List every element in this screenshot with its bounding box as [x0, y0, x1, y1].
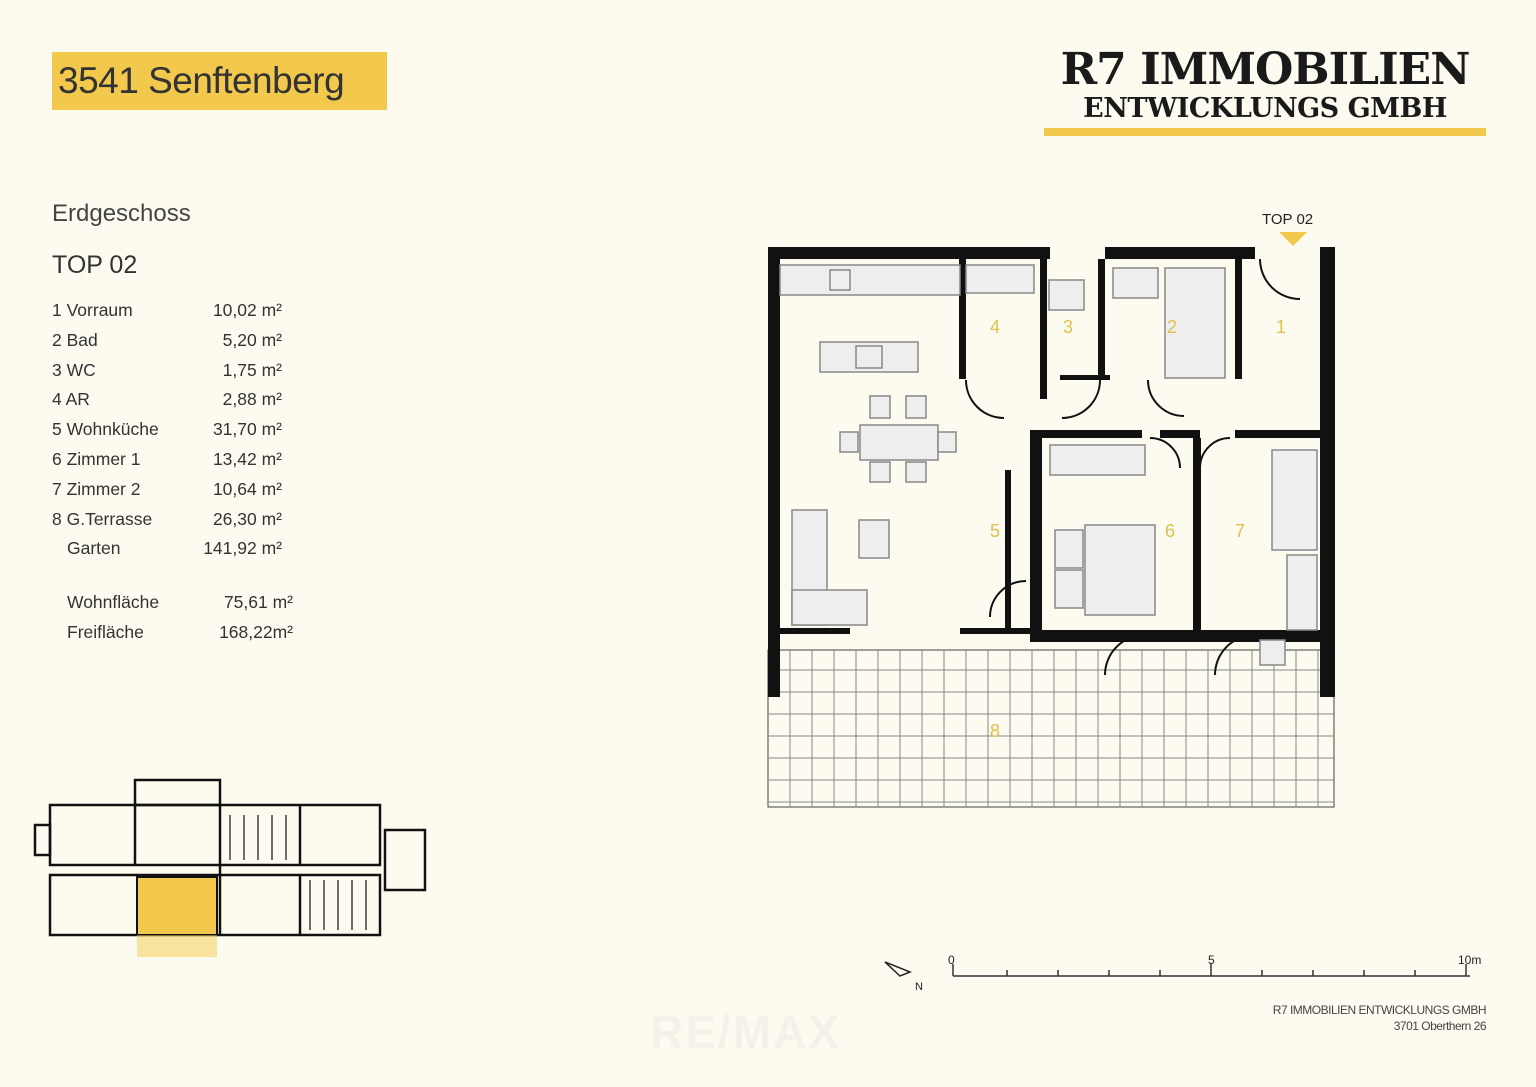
room-area: 141,92 m²	[203, 538, 282, 559]
north-arrow-icon	[884, 961, 913, 977]
total-area: 168,22m²	[219, 621, 293, 642]
terrace-grid	[767, 649, 1335, 808]
room-label: Garten	[67, 538, 121, 559]
room-label: 6 Zimmer 1	[52, 448, 141, 469]
site-overview	[33, 778, 427, 957]
room-number: 8	[990, 721, 1000, 741]
room-numbers: 1 2 3 4 5 6 7 8	[990, 317, 1286, 741]
room-area: 5,20 m²	[222, 329, 282, 350]
scale-label-0: 0	[948, 953, 955, 967]
door-swings	[965, 258, 1301, 676]
room-number: 7	[1235, 521, 1245, 541]
room-label: 4 AR	[52, 389, 90, 410]
unit-name: TOP 02	[52, 251, 138, 279]
scale-bar: 0 5 10m N	[884, 953, 1481, 993]
room-area: 2,88 m²	[222, 389, 282, 410]
location-badge: 3541 Senftenberg	[52, 52, 387, 110]
unit-highlight	[136, 876, 218, 936]
footer-address: R7 IMMOBILIEN ENTWICKLUNGS GMBH 3701 Obe…	[1272, 1002, 1487, 1034]
unit-entry-label: TOP 02	[1262, 211, 1313, 228]
room-number: 3	[1063, 317, 1073, 337]
room-label: 2 Bad	[52, 329, 98, 350]
scale-label-5: 5	[1208, 953, 1215, 967]
scale-label-10: 10m	[1458, 953, 1481, 967]
brand-line-2: ENTWICKLUNGS GMBH	[1083, 93, 1447, 124]
room-label: 8 G.Terrasse	[52, 508, 153, 529]
floor-plan: 1 2 3 4 5 6 7 8 TOP 02	[767, 211, 1335, 808]
room-area: 10,64 m²	[212, 478, 282, 499]
walls	[768, 247, 1335, 697]
floor-name: Erdgeschoss	[52, 200, 191, 227]
entry-arrow-icon	[1279, 232, 1307, 246]
footer-company: R7 IMMOBILIEN ENTWICKLUNGS GMBH	[1272, 1003, 1487, 1017]
total-area: 75,61 m²	[223, 592, 293, 612]
footer-street: 3701 Oberthern 26	[1393, 1019, 1487, 1033]
brand-logo: R7 IMMOBILIEN ENTWICKLUNGS GMBH	[1044, 46, 1486, 136]
room-area: 13,42 m²	[212, 448, 282, 469]
furniture	[779, 264, 1318, 666]
room-label: 7 Zimmer 2	[52, 478, 141, 499]
room-number: 5	[990, 521, 1000, 541]
room-number: 4	[990, 317, 1000, 337]
total-label: Freifläche	[67, 621, 144, 642]
room-area: 26,30 m²	[212, 508, 282, 529]
room-area: 10,02 m²	[212, 300, 282, 320]
brand-underline	[1044, 128, 1486, 136]
room-number: 2	[1167, 317, 1177, 337]
room-number: 1	[1276, 317, 1286, 337]
room-area: 31,70 m²	[212, 419, 282, 440]
room-number: 6	[1165, 521, 1175, 541]
room-label: 3 WC	[52, 359, 96, 380]
room-label: 1 Vorraum	[52, 300, 133, 320]
room-label: 5 Wohnküche	[52, 419, 159, 440]
north-label: N	[915, 981, 923, 993]
total-label: Wohnfläche	[67, 592, 160, 612]
room-area: 1,75 m²	[222, 359, 282, 380]
brand-line-1: R7 IMMOBILIEN	[1060, 44, 1471, 95]
watermark: RE/MAX	[650, 1006, 841, 1058]
location-text: 3541 Senftenberg	[58, 60, 345, 101]
